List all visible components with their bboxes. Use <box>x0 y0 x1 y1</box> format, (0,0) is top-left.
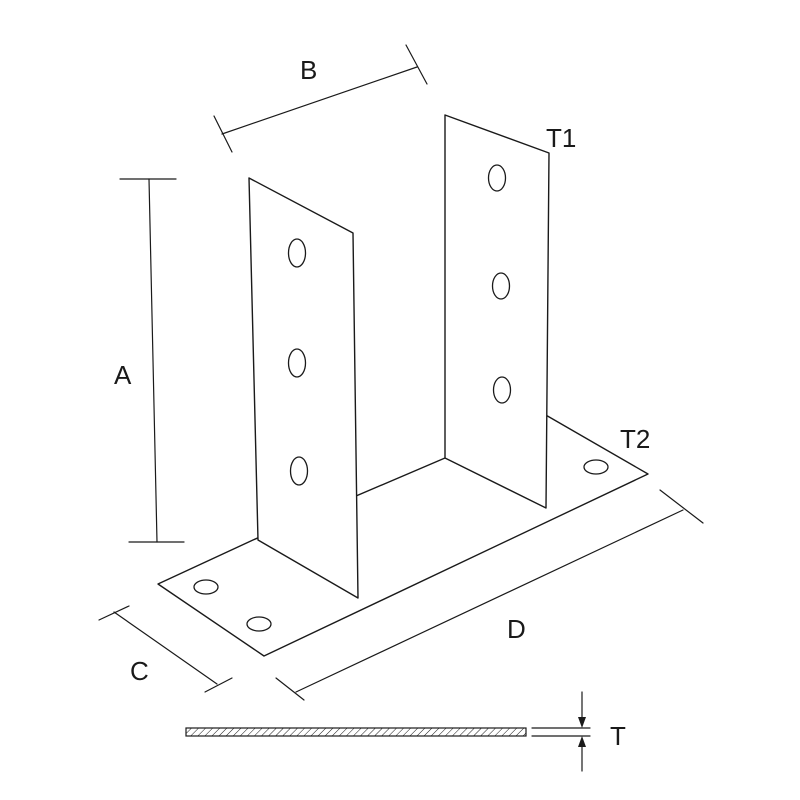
dimension-a: A <box>114 178 185 543</box>
back-plate-hole-2 <box>491 272 511 300</box>
front-plate-hole-1 <box>287 238 307 268</box>
front-plate-hole-3 <box>289 456 309 486</box>
label-b: B <box>300 55 317 85</box>
label-c: C <box>130 656 149 686</box>
front-upright-plate <box>248 177 359 599</box>
dimension-c: C <box>98 605 233 693</box>
plate-section-hatched <box>185 727 527 737</box>
label-t2: T2 <box>620 424 650 454</box>
base-hole-front-left <box>193 579 219 595</box>
thickness-section: T <box>185 691 626 772</box>
label-t: T <box>610 721 626 751</box>
thickness-arrow-bottom <box>578 736 586 747</box>
back-plate-hole-3 <box>492 376 512 404</box>
thickness-arrow-top <box>578 717 586 728</box>
label-t1: T1 <box>546 123 576 153</box>
back-upright-plate <box>444 114 550 509</box>
base-plate <box>157 413 649 657</box>
dimension-b: B <box>213 44 428 153</box>
dimension-d: D <box>275 489 704 701</box>
base-hole-front-right <box>246 616 272 632</box>
label-a: A <box>114 360 132 390</box>
front-plate-hole-2 <box>287 348 307 378</box>
back-plate-hole-1 <box>487 164 507 192</box>
base-hole-back <box>583 459 609 475</box>
base-plate-holes <box>193 459 609 632</box>
label-d: D <box>507 614 526 644</box>
